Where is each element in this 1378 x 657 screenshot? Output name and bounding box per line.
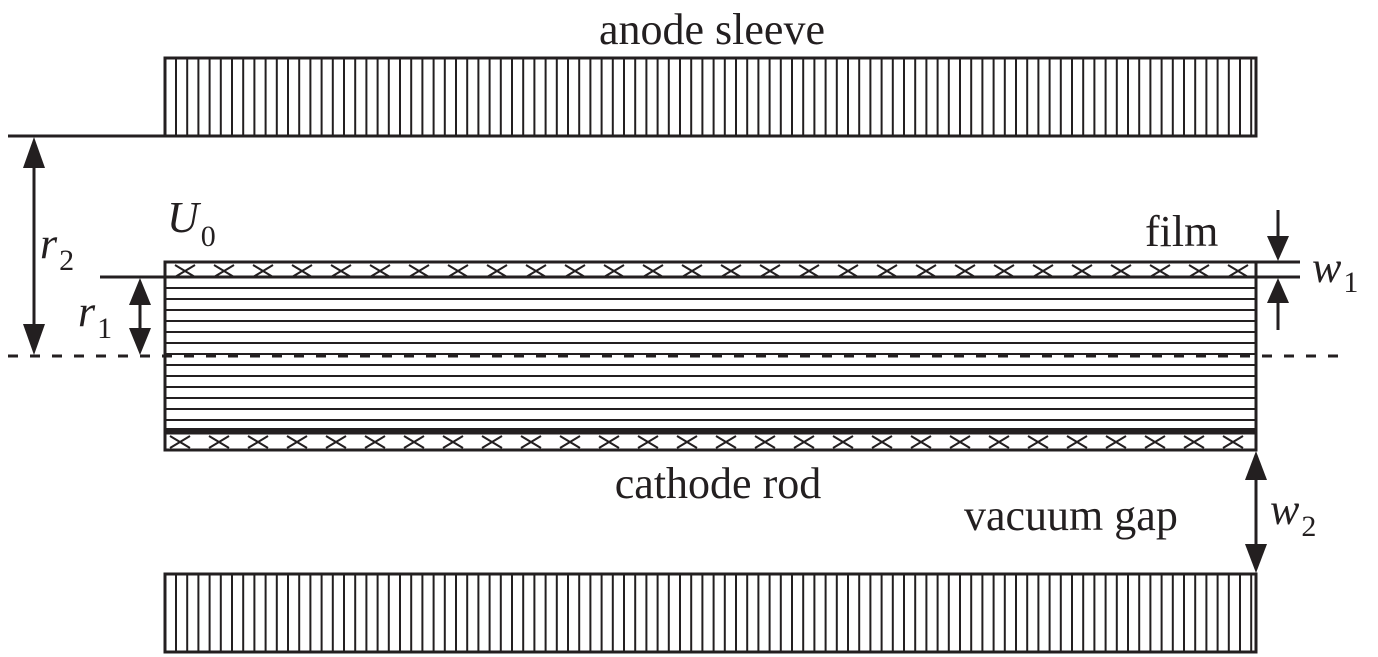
film-cross-hatch [330, 264, 352, 278]
film-cross-hatch [1105, 435, 1127, 449]
film-cross-hatch [871, 435, 893, 449]
film-cross-hatch [1027, 435, 1049, 449]
film-cross-hatch [910, 435, 932, 449]
film-cross-hatch [1149, 264, 1171, 278]
film-label: film [1145, 207, 1218, 256]
voltage-label: U0 [167, 193, 216, 253]
film-cross-hatch [408, 264, 430, 278]
film-cross-hatch [1110, 264, 1132, 278]
film-cross-hatch [447, 264, 469, 278]
film-cross-hatch [252, 264, 274, 278]
film-cross-hatch [681, 264, 703, 278]
film-cross-hatch [637, 435, 659, 449]
film-cross-hatch [1066, 435, 1088, 449]
film-cross-hatch [876, 264, 898, 278]
film-cross-hatch [793, 435, 815, 449]
w2-label: w2 [1270, 485, 1316, 543]
film-cross-hatch [754, 435, 776, 449]
film-cross-hatch [676, 435, 698, 449]
film-cross-hatch [715, 435, 737, 449]
film-cross-hatch [286, 435, 308, 449]
vacuum-gap-label: vacuum gap [964, 491, 1178, 540]
w1-label: w1 [1312, 243, 1358, 299]
arrowhead-icon [1267, 236, 1289, 261]
film-cross-hatch [369, 264, 391, 278]
film-cross-hatch [486, 264, 508, 278]
film-cross-hatch [1222, 435, 1244, 449]
film-cross-hatch [174, 264, 196, 278]
film-cross-hatch [481, 435, 503, 449]
film-cross-hatch [564, 264, 586, 278]
film-cross-hatch [988, 435, 1010, 449]
arrowhead-icon [1245, 544, 1267, 573]
arrowhead-icon [1245, 451, 1267, 480]
film-cross-hatch [954, 264, 976, 278]
film-cross-hatch [325, 435, 347, 449]
film-cross-hatch [642, 264, 664, 278]
film-cross-hatch [1227, 264, 1249, 278]
film-cross-hatch [603, 264, 625, 278]
arrowhead-icon [1267, 278, 1289, 303]
film-cross-hatch [1183, 435, 1205, 449]
film-cross-hatch [559, 435, 581, 449]
r2-label: r2 [40, 219, 74, 277]
arrowhead-icon [23, 137, 45, 168]
film-cross-hatch [364, 435, 386, 449]
film-cross-hatch [525, 264, 547, 278]
film-cross-hatch [247, 435, 269, 449]
film-cross-hatch [993, 264, 1015, 278]
r1-label: r1 [78, 287, 112, 345]
film-cross-hatch [403, 435, 425, 449]
film-cross-hatch [208, 435, 230, 449]
film-cross-hatch [1188, 264, 1210, 278]
film-cross-hatch [442, 435, 464, 449]
arrowhead-icon [23, 324, 45, 355]
anode-sleeve-bottom [163, 572, 1258, 654]
cathode-rod-label: cathode rod [615, 459, 821, 508]
film-cross-hatch [915, 264, 937, 278]
film-cross-hatch [798, 264, 820, 278]
arrowhead-icon [129, 328, 151, 355]
film-cross-hatch [1032, 264, 1054, 278]
film-cross-hatch [1071, 264, 1093, 278]
film-cross-hatch [1144, 435, 1166, 449]
arrowhead-icon [129, 278, 151, 305]
film-cross-hatch [520, 435, 542, 449]
anode-sleeve-label: anode sleeve [599, 5, 825, 54]
film-cross-hatch [832, 435, 854, 449]
film-cross-hatch [720, 264, 742, 278]
film-cross-hatch [949, 435, 971, 449]
film-cross-hatch [169, 435, 191, 449]
anode-sleeve-top [163, 56, 1258, 138]
film-cross-hatch [598, 435, 620, 449]
film-cross-hatch [213, 264, 235, 278]
film-cross-hatch [837, 264, 859, 278]
film-cross-hatch [759, 264, 781, 278]
film-cross-hatch [291, 264, 313, 278]
